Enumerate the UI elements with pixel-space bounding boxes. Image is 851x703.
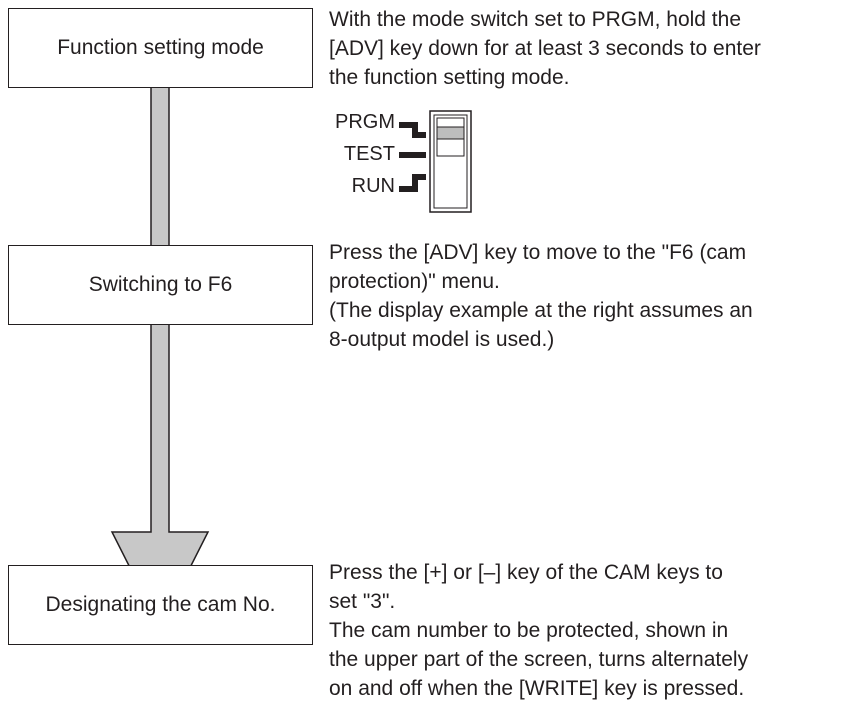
step-box-label: Function setting mode — [57, 36, 264, 59]
switch-slider — [436, 126, 465, 140]
description-line: Press the [+] or [–] key of the CAM keys… — [329, 561, 723, 584]
step-box-function-setting-mode: Function setting mode — [8, 8, 313, 88]
step-box-switching-to-f6: Switching to F6 — [8, 245, 313, 325]
description-line: the upper part of the screen, turns alte… — [329, 648, 749, 671]
step-description-switching-to-f6: Press the [ADV] key to move to the "F6 (… — [329, 238, 844, 354]
switch-label-run: RUN — [351, 175, 395, 197]
description-line: on and off when the [WRITE] key is press… — [329, 677, 745, 700]
mode-switch-icon — [399, 110, 472, 213]
description-line: set "3". — [329, 590, 396, 613]
step-description-function-setting-mode: With the mode switch set to PRGM, hold t… — [329, 5, 844, 92]
description-line: protection)" menu. — [329, 270, 500, 293]
switch-label-test: TEST — [343, 143, 395, 165]
flow-arrow — [110, 80, 210, 629]
prgm-connector — [399, 122, 426, 138]
switch-label-prgm: PRGM — [335, 111, 395, 133]
step-box-label: Switching to F6 — [88, 273, 233, 296]
flow-arrow-shape — [110, 80, 210, 629]
description-line: [ADV] key down for at least 3 seconds to… — [329, 37, 761, 60]
step-box-designating-cam-no: Designating the cam No. — [8, 565, 313, 645]
step-description-designating-cam-no: Press the [+] or [–] key of the CAM keys… — [329, 558, 844, 703]
run-connector — [399, 174, 426, 192]
description-line: (The display example at the right assume… — [329, 299, 753, 322]
description-line: the function setting mode. — [329, 66, 570, 89]
description-line: The cam number to be protected, shown in — [329, 619, 729, 642]
description-line: 8-output model is used.) — [329, 328, 555, 351]
step-box-label: Designating the cam No. — [45, 593, 276, 616]
description-line: With the mode switch set to PRGM, hold t… — [329, 8, 742, 31]
description-line: Press the [ADV] key to move to the "F6 (… — [329, 241, 747, 264]
